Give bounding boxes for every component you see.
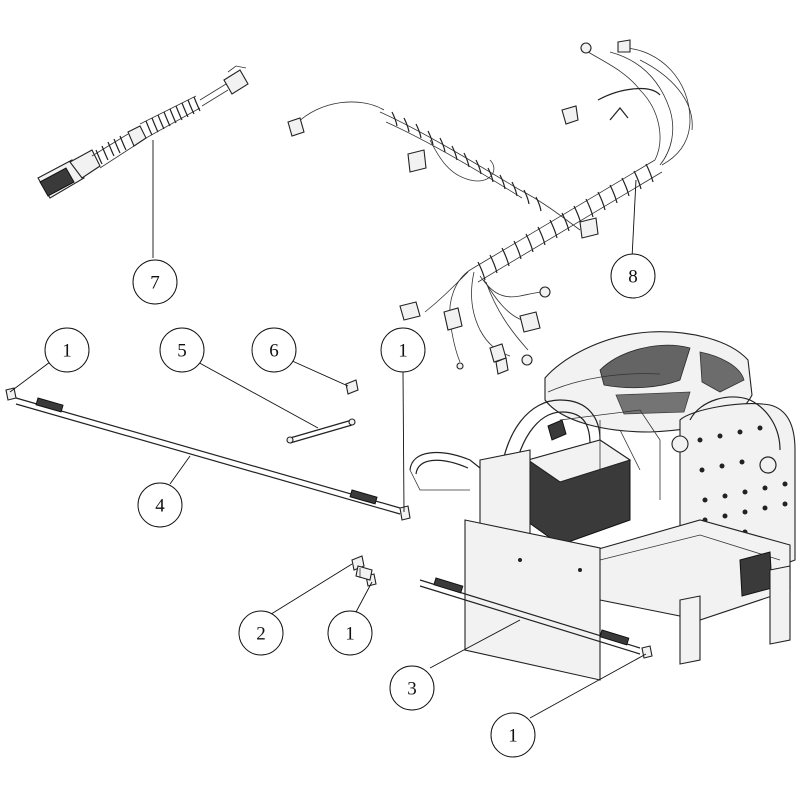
part-3-rod	[419, 577, 641, 655]
svg-text:3: 3	[407, 679, 417, 700]
svg-text:5: 5	[177, 341, 187, 362]
callout-8: 8	[610, 253, 656, 299]
callout-3: 3	[389, 665, 435, 711]
svg-text:1: 1	[398, 341, 408, 362]
callout-4: 4	[137, 482, 183, 528]
part-1-clip-a	[5, 387, 17, 401]
svg-text:2: 2	[256, 624, 266, 645]
svg-text:6: 6	[269, 341, 279, 362]
part-1-clip-b	[399, 505, 411, 521]
svg-text:8: 8	[628, 267, 638, 288]
svg-text:1: 1	[508, 726, 518, 747]
machine-body	[409, 331, 796, 681]
part-8-wiring-harness	[287, 39, 693, 375]
callout-7: 7	[132, 259, 178, 305]
part-5-link	[286, 418, 356, 444]
part-7-cable-connector	[37, 65, 249, 199]
part-2-bracket	[351, 555, 373, 581]
svg-text:7: 7	[150, 273, 160, 294]
callout-1-lower-center: 1	[327, 610, 373, 656]
svg-text:1: 1	[345, 624, 355, 645]
part-1-clip-d	[641, 645, 653, 659]
callout-5: 5	[159, 327, 205, 373]
callout-1-top-center: 1	[380, 327, 426, 373]
callout-1-top-left: 1	[44, 327, 90, 373]
part-4-rod	[15, 397, 401, 515]
part-6-nut	[345, 379, 359, 395]
svg-text:4: 4	[155, 496, 165, 517]
callout-6: 6	[251, 327, 297, 373]
svg-text:1: 1	[62, 341, 72, 362]
callout-2: 2	[238, 610, 284, 656]
callout-1-bottom: 1	[490, 712, 536, 758]
leader-lines	[9, 140, 647, 719]
